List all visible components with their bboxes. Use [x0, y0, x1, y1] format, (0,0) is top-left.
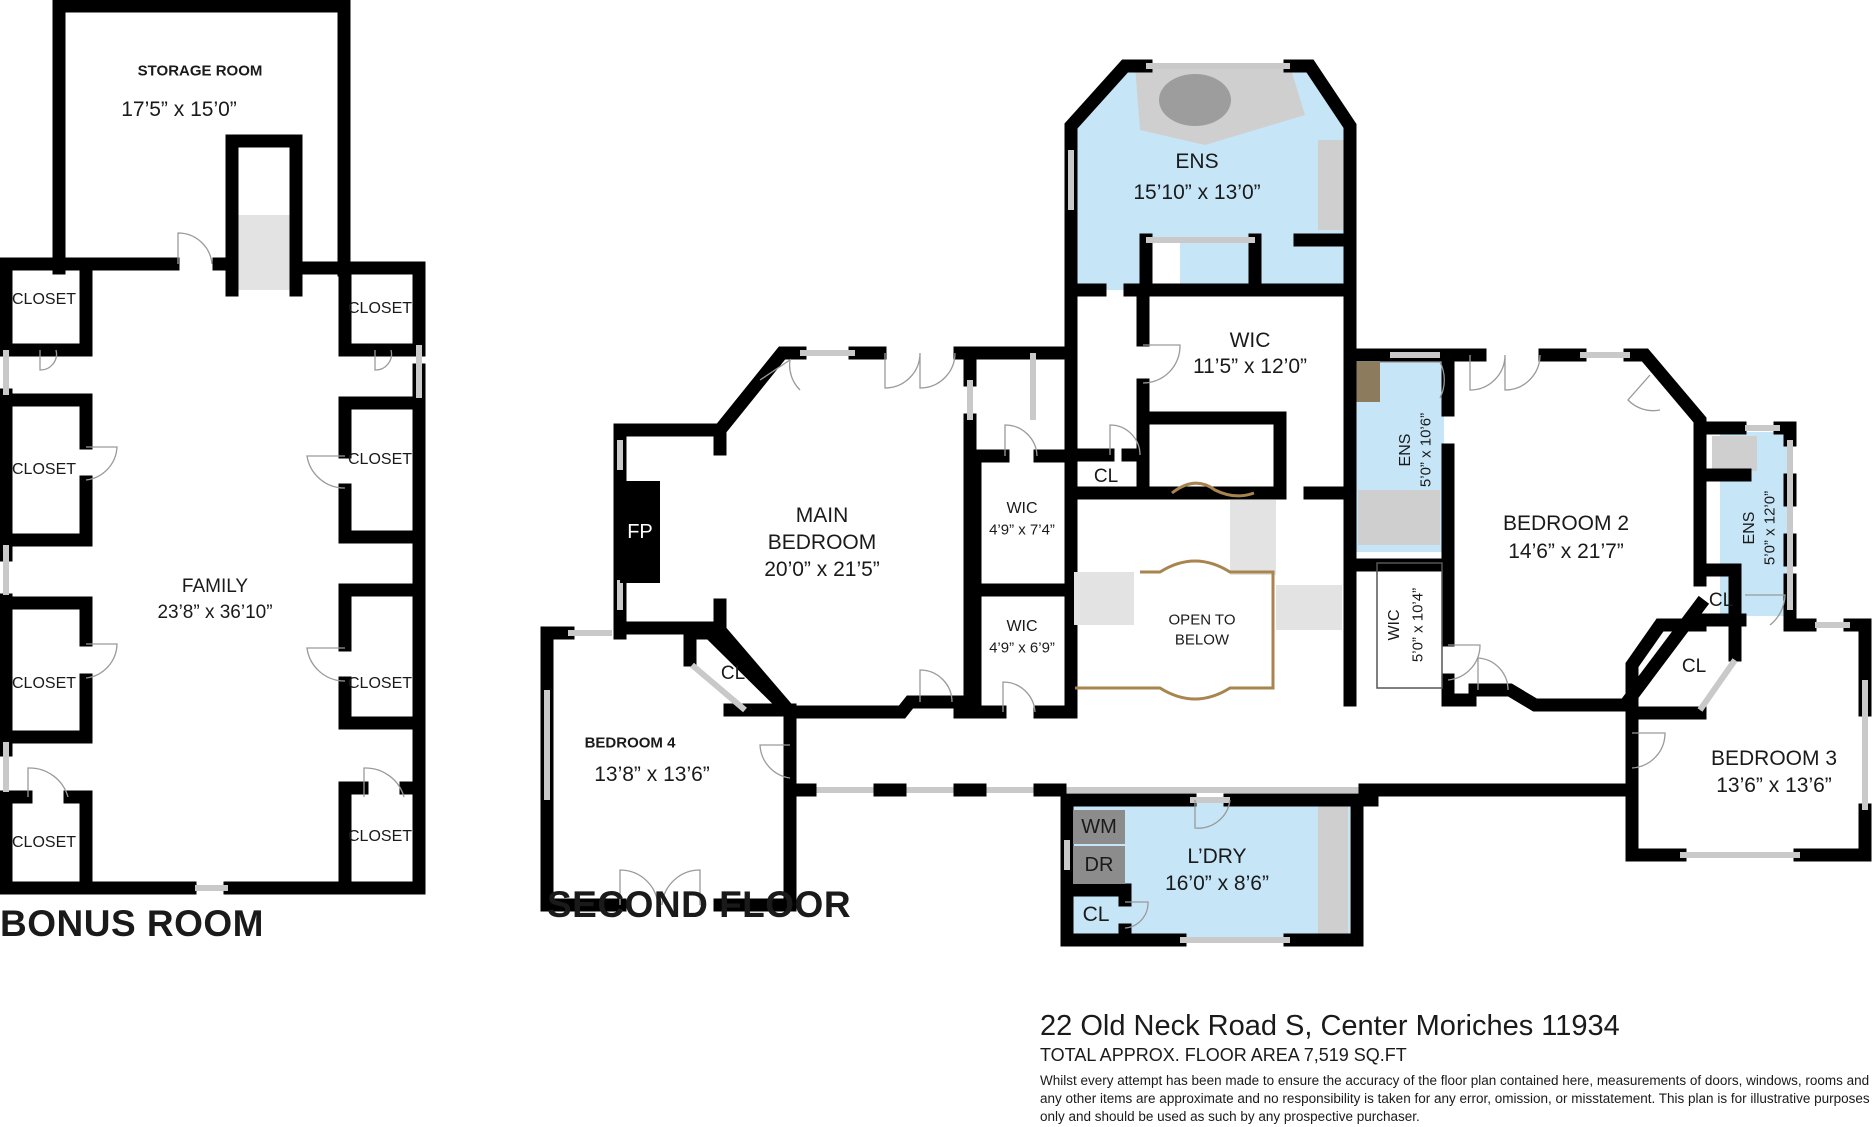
fireplace-icon: FP: [620, 481, 660, 583]
wic-b2-label: WIC: [1385, 609, 1403, 641]
bedroom2-label: BEDROOM 2: [1502, 511, 1630, 535]
closet-label: CLOSET: [347, 674, 413, 692]
bedroom4-label: BEDROOM 4: [584, 734, 676, 752]
second-floor-plan: [540, 59, 1872, 947]
bedroom4-dims: 13’8” x 13’6”: [594, 762, 710, 786]
closet-label: CLOSET: [347, 450, 413, 468]
bedroom3-dims: 13’6” x 13’6”: [1716, 773, 1832, 797]
bedroom3-label: BEDROOM 3: [1710, 746, 1838, 770]
family-room-dims: 23’8” x 36’10”: [157, 602, 273, 624]
bonus-room-title: BONUS ROOM: [0, 903, 264, 944]
ens-main-dims: 15’10” x 13’0”: [1133, 180, 1261, 204]
wic-a-label: WIC: [1006, 499, 1038, 517]
open-to-below-line2: BELOW: [1174, 631, 1230, 649]
wm-label: WM: [1081, 815, 1117, 838]
ens-b2-label: ENS: [1396, 433, 1414, 467]
wic-b-dims: 4’9” x 6’9”: [989, 639, 1055, 657]
plan-footer: 22 Old Neck Road S, Center Moriches 1193…: [1040, 1010, 1870, 1127]
closet-label: CLOSET: [347, 827, 413, 845]
fireplace-label: FP: [627, 520, 653, 543]
storage-room-dims: 17’5” x 15’0”: [121, 97, 237, 121]
dryer-icon: DR: [1073, 846, 1125, 884]
cl-b3b-label: CL: [1681, 656, 1707, 678]
ens-b3-label: ENS: [1740, 511, 1758, 545]
stairs-icon: [238, 215, 293, 290]
ens-main-label: ENS: [1175, 149, 1219, 173]
closet-label: CLOSET: [347, 299, 413, 317]
disclaimer-text: Whilst every attempt has been made to en…: [1040, 1073, 1870, 1125]
wic-main-label: WIC: [1229, 328, 1271, 352]
ens-b2-dims: 5’0” x 10’6”: [1417, 412, 1435, 488]
main-bedroom-label-line1: MAIN: [795, 503, 849, 527]
laundry-label: L’DRY: [1187, 844, 1247, 868]
closet-label: CLOSET: [11, 674, 77, 692]
main-bedroom-label-line2: BEDROOM: [767, 530, 877, 554]
dr-label: DR: [1084, 853, 1114, 876]
wic-b-label: WIC: [1006, 617, 1038, 635]
wic-a-dims: 4’9” x 7’4”: [989, 521, 1055, 539]
closet-label: CLOSET: [11, 290, 77, 308]
cl-b3a-label: CL: [1708, 590, 1734, 612]
closet-label: CLOSET: [11, 833, 77, 851]
closet-label: CLOSET: [11, 460, 77, 478]
property-address: 22 Old Neck Road S, Center Moriches 1193…: [1040, 1010, 1620, 1042]
family-room-label: FAMILY: [181, 576, 249, 598]
laundry-dims: 16’0” x 8’6”: [1165, 871, 1269, 895]
wic-b2-dims: 5’0” x 10’4”: [1409, 587, 1427, 663]
main-bedroom-dims: 20’0” x 21’5”: [764, 557, 880, 581]
washing-machine-icon: WM: [1073, 810, 1125, 844]
open-to-below-line1: OPEN TO: [1168, 611, 1236, 629]
wic-main-dims: 11’5” x 12’0”: [1192, 354, 1308, 378]
cl-b4-label: CL: [720, 663, 746, 685]
bonus-room-plan: [0, 0, 426, 895]
cl-laundry-label: CL: [1082, 902, 1110, 926]
ens-b3-dims: 5’0” x 12’0”: [1761, 490, 1779, 566]
cl-upper-label: CL: [1093, 466, 1119, 488]
second-floor-title: SECOND FLOOR: [547, 884, 852, 925]
bedroom2-dims: 14’6” x 21’7”: [1508, 539, 1624, 563]
storage-room-label: STORAGE ROOM: [137, 62, 263, 80]
total-floor-area: TOTAL APPROX. FLOOR AREA 7,519 SQ.FT: [1040, 1045, 1407, 1065]
